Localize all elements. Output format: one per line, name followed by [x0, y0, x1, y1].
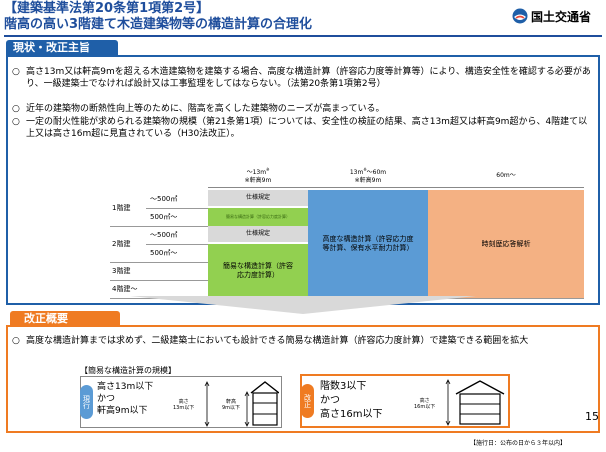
cell-advanced-calc: 高度な構造計算（許容応力度等計算、保有水平耐力計算）	[308, 190, 428, 298]
current-conditions: 高さ13m以下 かつ 軒高9m以下	[97, 381, 153, 417]
structural-calc-table: ～13m※ ※軒高9m 13m※～60m ※軒高9m 60m～ 1階建 2階建 …	[110, 164, 584, 299]
revision-bullet: ○ 高度な構造計算までは求めず、二級建築士においても設計できる簡易な構造計算（許…	[12, 335, 592, 347]
bullet-mark: ○	[12, 67, 20, 77]
row-divider	[110, 280, 208, 281]
slide-title: 【建築基準法第20条第1項第2号】 階高の高い3階建て木造建築物等の構造計算の合…	[4, 1, 484, 33]
ministry-logo: 国土交通省	[512, 6, 604, 26]
bullet-text: 高さ13m又は軒高9mを超える木造建築物を建築する場合、高度な構造計算（許容応力…	[26, 67, 591, 89]
status-bullet-3: ○ 一定の耐火性能が求められる建築物の規模（第21条第1項）については、安全性の…	[12, 116, 592, 140]
page-number: 15	[585, 410, 599, 423]
row-divider	[110, 262, 208, 263]
row-divider	[146, 208, 208, 209]
area-label-le500: ～500㎡	[150, 231, 178, 239]
col-header-le13: ～13m※ ※軒高9m	[208, 164, 308, 188]
status-bullet-1: ○ 高さ13m又は軒高9mを超える木造建築物を建築する場合、高度な構造計算（許容…	[12, 66, 592, 90]
cell-spec-rules-2: 仕様規定	[208, 226, 308, 243]
ministry-name: 国土交通省	[531, 9, 592, 24]
area-label-le500: ～500㎡	[150, 195, 178, 203]
current-and: かつ	[97, 394, 116, 404]
current-eave-limit: 軒高9m以下	[97, 406, 148, 416]
row-divider	[146, 244, 208, 245]
current-building-icon	[204, 381, 279, 427]
revised-height-limit: 高さ16m以下	[320, 409, 383, 420]
col-header-over60: 60m～	[428, 164, 584, 188]
current-badge: 現行	[80, 385, 93, 419]
revised-building-icon	[445, 379, 505, 426]
row-label-1-story: 1階建	[112, 204, 131, 212]
row-divider	[110, 226, 208, 227]
row-label-4-story-plus: 4階建～	[112, 285, 138, 293]
revised-badge: 改正	[301, 384, 314, 418]
revised-and: かつ	[320, 395, 340, 406]
status-section-label: 現状・改正主旨	[6, 40, 118, 56]
cell-simple-calc: 簡易な構造計算（許容応力度計算）	[208, 244, 308, 298]
bullet-text: 高度な構造計算までは求めず、二級建築士においても設計できる簡易な構造計算（許容応…	[26, 336, 529, 346]
col-header-13to60: 13m※～60m ※軒高9m	[308, 164, 428, 188]
area-label-gt500: 500㎡～	[150, 213, 178, 221]
revision-section-label: 改正概要	[10, 311, 120, 327]
row-label-3-story: 3階建	[112, 267, 131, 275]
revised-conditions: 階数3以下 かつ 高さ16m以下	[320, 380, 382, 422]
status-bullet-2: ○ 近年の建築物の断熱性向上等のために、階高を高くした建築物のニーズが高まってい…	[12, 103, 592, 115]
bullet-text: 近年の建築物の断熱性向上等のために、階高を高くした建築物のニーズが高まっている。	[26, 104, 385, 114]
revised-story-limit: 階数3以下	[320, 381, 367, 392]
simple-calc-scope-caption: 【簡易な構造計算の規模】	[80, 366, 176, 375]
cell-simple-calc-small: 簡易な構造計算（許容応力度計算）	[208, 208, 308, 226]
bullet-mark: ○	[12, 117, 20, 127]
bullet-text: 一定の耐火性能が求められる建築物の規模（第21条第1項）については、安全性の検証…	[26, 117, 588, 139]
title-divider	[4, 35, 602, 37]
title-line-1: 【建築基準法第20条第1項第2号】	[4, 1, 210, 16]
bullet-mark: ○	[12, 104, 20, 114]
cell-time-history: 時刻歴応答解析	[428, 190, 584, 298]
cell-spec-rules-1: 仕様規定	[208, 190, 308, 207]
area-label-gt500: 500㎡～	[150, 249, 178, 257]
row-label-2-story: 2階建	[112, 240, 131, 248]
down-arrow-icon	[130, 296, 476, 314]
bullet-mark: ○	[12, 336, 20, 346]
current-height-limit: 高さ13m以下	[97, 382, 154, 392]
ministry-emblem-icon	[512, 8, 528, 24]
title-line-2: 階高の高い3階建て木造建築物等の構造計算の合理化	[4, 17, 313, 32]
effective-date-note: 【施行日：公布の日から３年以内】	[470, 440, 567, 447]
